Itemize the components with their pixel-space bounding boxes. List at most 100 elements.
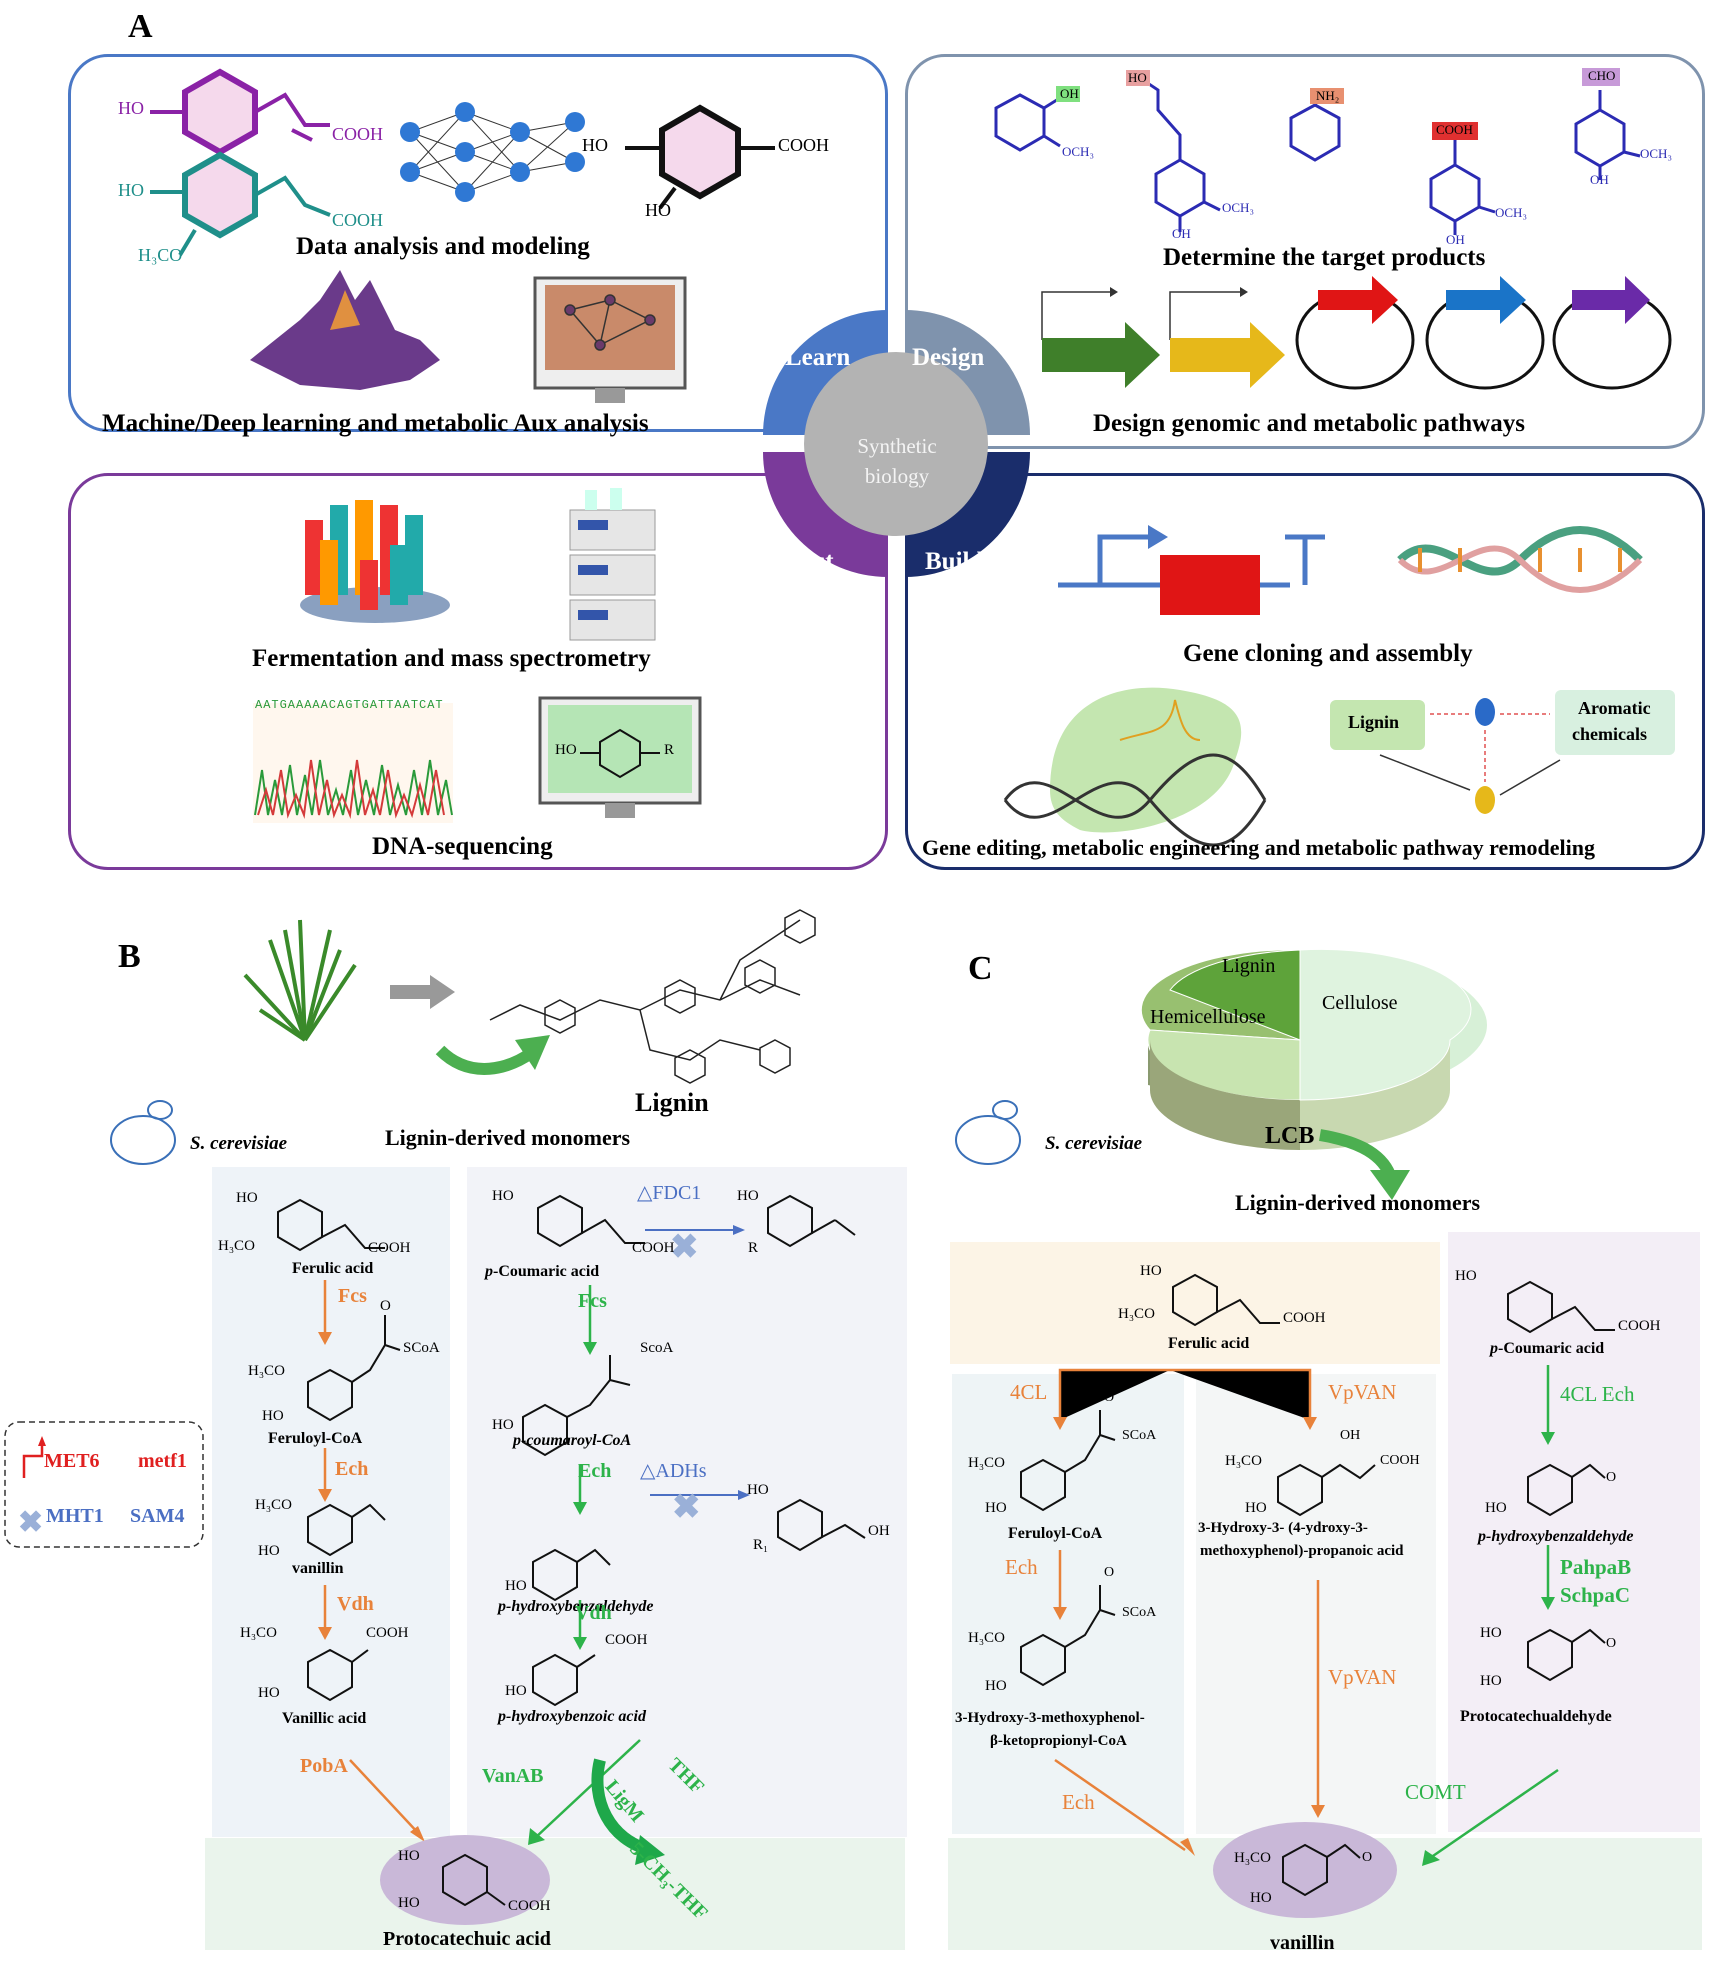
d-m2-ho: HO bbox=[1128, 70, 1147, 85]
bl-cooh1: COOH bbox=[368, 1240, 411, 1256]
design-wedge-label: Design bbox=[912, 344, 985, 371]
c-ho1: HO bbox=[1140, 1263, 1162, 1279]
c-o2: O bbox=[1104, 1565, 1115, 1580]
panel-b-letter: B bbox=[118, 938, 141, 975]
c-comt: COMT bbox=[1405, 1780, 1466, 1804]
promoter-arrow bbox=[1097, 534, 1150, 585]
c-o4: O bbox=[1606, 1636, 1617, 1651]
mol2-och3: H₃CO bbox=[138, 245, 183, 265]
br-ho1: HO bbox=[492, 1188, 514, 1204]
met6-gene: MET6 bbox=[44, 1450, 100, 1472]
c-cooh2: COOH bbox=[1618, 1318, 1661, 1334]
bl-cooh4: COOH bbox=[366, 1625, 409, 1641]
lcb-label: LCB bbox=[1265, 1123, 1315, 1149]
b-ech-right: Ech bbox=[578, 1460, 612, 1482]
d-m2-oh: OH bbox=[1172, 226, 1191, 241]
editing-blob bbox=[1050, 687, 1242, 833]
b-fcs-left: Fcs bbox=[338, 1285, 367, 1307]
c-schpac: SchpaC bbox=[1560, 1583, 1631, 1607]
b-vdh-right: Vdh bbox=[575, 1602, 612, 1624]
yellow-gene-arrow bbox=[1170, 322, 1285, 388]
lignin-box bbox=[1330, 700, 1425, 750]
b-vdh-left: Vdh bbox=[337, 1593, 374, 1615]
pie-cellulose-label: Cellulose bbox=[1322, 992, 1398, 1014]
dna-sequencing-title: DNA-sequencing bbox=[372, 833, 553, 860]
c-ho4: HO bbox=[985, 1678, 1007, 1694]
grass-icon bbox=[243, 919, 357, 1042]
br-scoa: ScoA bbox=[640, 1340, 674, 1356]
b-fcs-right: Fcs bbox=[578, 1290, 607, 1312]
c-h3co4: H₃CO bbox=[1225, 1453, 1262, 1469]
bp-ho1: HO bbox=[398, 1848, 420, 1864]
bl-o: O bbox=[380, 1298, 391, 1314]
yeast-cell-icon bbox=[110, 1115, 176, 1165]
c-4cl-ech: 4CL Ech bbox=[1560, 1382, 1635, 1406]
mol2-ho: HO bbox=[118, 180, 144, 200]
test-quadrant bbox=[68, 473, 888, 870]
gene-modification-box bbox=[4, 1421, 204, 1548]
fermentation-title: Fermentation and mass spectrometry bbox=[252, 645, 651, 672]
br-ho3: HO bbox=[492, 1417, 514, 1433]
c-ho6: HO bbox=[1485, 1500, 1507, 1516]
test-mol-r: R bbox=[664, 742, 675, 758]
c-ech1: Ech bbox=[1005, 1555, 1038, 1579]
c-scoa2: SCoA bbox=[1122, 1605, 1157, 1620]
mol2-cooh: COOH bbox=[332, 210, 384, 230]
c-scoa1: SCoA bbox=[1122, 1428, 1157, 1443]
gray-arrow bbox=[390, 975, 455, 1009]
br-ho4: HO bbox=[747, 1482, 769, 1498]
d-m1-och3: OCH₃ bbox=[1062, 144, 1094, 159]
learn-wedge-label: Learn bbox=[785, 344, 851, 371]
mol1-cooh: COOH bbox=[332, 124, 384, 144]
test-wedge-label: Test bbox=[790, 548, 834, 575]
d-m2-och3: OCH₃ bbox=[1222, 200, 1254, 215]
p-coumaroyl-b: p-coumaroyl-CoA bbox=[513, 1432, 632, 1449]
bl-ho2: HO bbox=[262, 1408, 284, 1424]
c-ho3: HO bbox=[985, 1500, 1007, 1516]
gene-block bbox=[1160, 555, 1260, 615]
aromatic-box-label-2: chemicals bbox=[1572, 724, 1647, 744]
hydroxyacid-1: 3-Hydroxy-3- (4-ydroxy-3- bbox=[1198, 1520, 1368, 1536]
c-o3: O bbox=[1606, 1470, 1617, 1485]
protocatechuic-acid: Protocatechuic acid bbox=[383, 1928, 551, 1950]
br-oh: OH bbox=[868, 1523, 890, 1539]
mol2-ring bbox=[182, 151, 258, 239]
c-oh1: OH bbox=[1340, 1428, 1361, 1443]
surface-plot-icon bbox=[250, 270, 440, 390]
c-vpvan1: VpVAN bbox=[1328, 1380, 1397, 1404]
test-mol-ho: HO bbox=[555, 742, 577, 758]
d-m4-oh: OH bbox=[1446, 232, 1465, 247]
b-vanab: VanAB bbox=[482, 1765, 544, 1787]
hplc-instrument-icon bbox=[569, 488, 656, 641]
cp-h3co: H₃CO bbox=[1234, 1850, 1271, 1866]
vanillin-b: vanillin bbox=[292, 1560, 344, 1577]
lignin-label: Lignin bbox=[635, 1088, 709, 1117]
cp-ho: HO bbox=[1250, 1890, 1272, 1906]
sam4-gene: SAM4 bbox=[130, 1505, 185, 1527]
mht1-gene: MHT1 bbox=[46, 1505, 104, 1527]
c-monomers-label: Lignin-derived monomers bbox=[1235, 1190, 1481, 1215]
c-organism-label: S. cerevisiae bbox=[1045, 1133, 1143, 1154]
bl-h3co4: H₃CO bbox=[240, 1625, 277, 1641]
center-circle bbox=[804, 352, 988, 536]
c-vpvan2: VpVAN bbox=[1328, 1665, 1397, 1689]
p-hba-c: p-hydroxybenzaldehyde bbox=[1478, 1528, 1634, 1545]
build-wedge-label: Build bbox=[925, 548, 984, 575]
green-curved-arrow bbox=[435, 1045, 539, 1075]
c-h3co1: H₃CO bbox=[1118, 1306, 1155, 1322]
mol3-cooh: COOH bbox=[778, 135, 830, 155]
svg-text:✖: ✖ bbox=[670, 1229, 699, 1266]
c-cooh3: COOH bbox=[1380, 1453, 1420, 1468]
edit-dna-helix bbox=[1003, 753, 1267, 819]
metf1-gene: metf1 bbox=[138, 1450, 187, 1472]
lcb-pie-chart bbox=[1140, 948, 1488, 1150]
pie-lignin-label: Lignin bbox=[1222, 955, 1276, 977]
ferulic-acid-c: Ferulic acid bbox=[1168, 1335, 1250, 1352]
center-label-2: biology bbox=[864, 464, 930, 488]
d-m3-nh2: NH₂ bbox=[1316, 88, 1340, 103]
b-monomers-label: Lignin-derived monomers bbox=[385, 1125, 631, 1150]
c-ho2: HO bbox=[1455, 1268, 1477, 1284]
mol1-ho: HO bbox=[118, 98, 144, 118]
product-c-ellipse bbox=[1213, 1822, 1397, 1918]
